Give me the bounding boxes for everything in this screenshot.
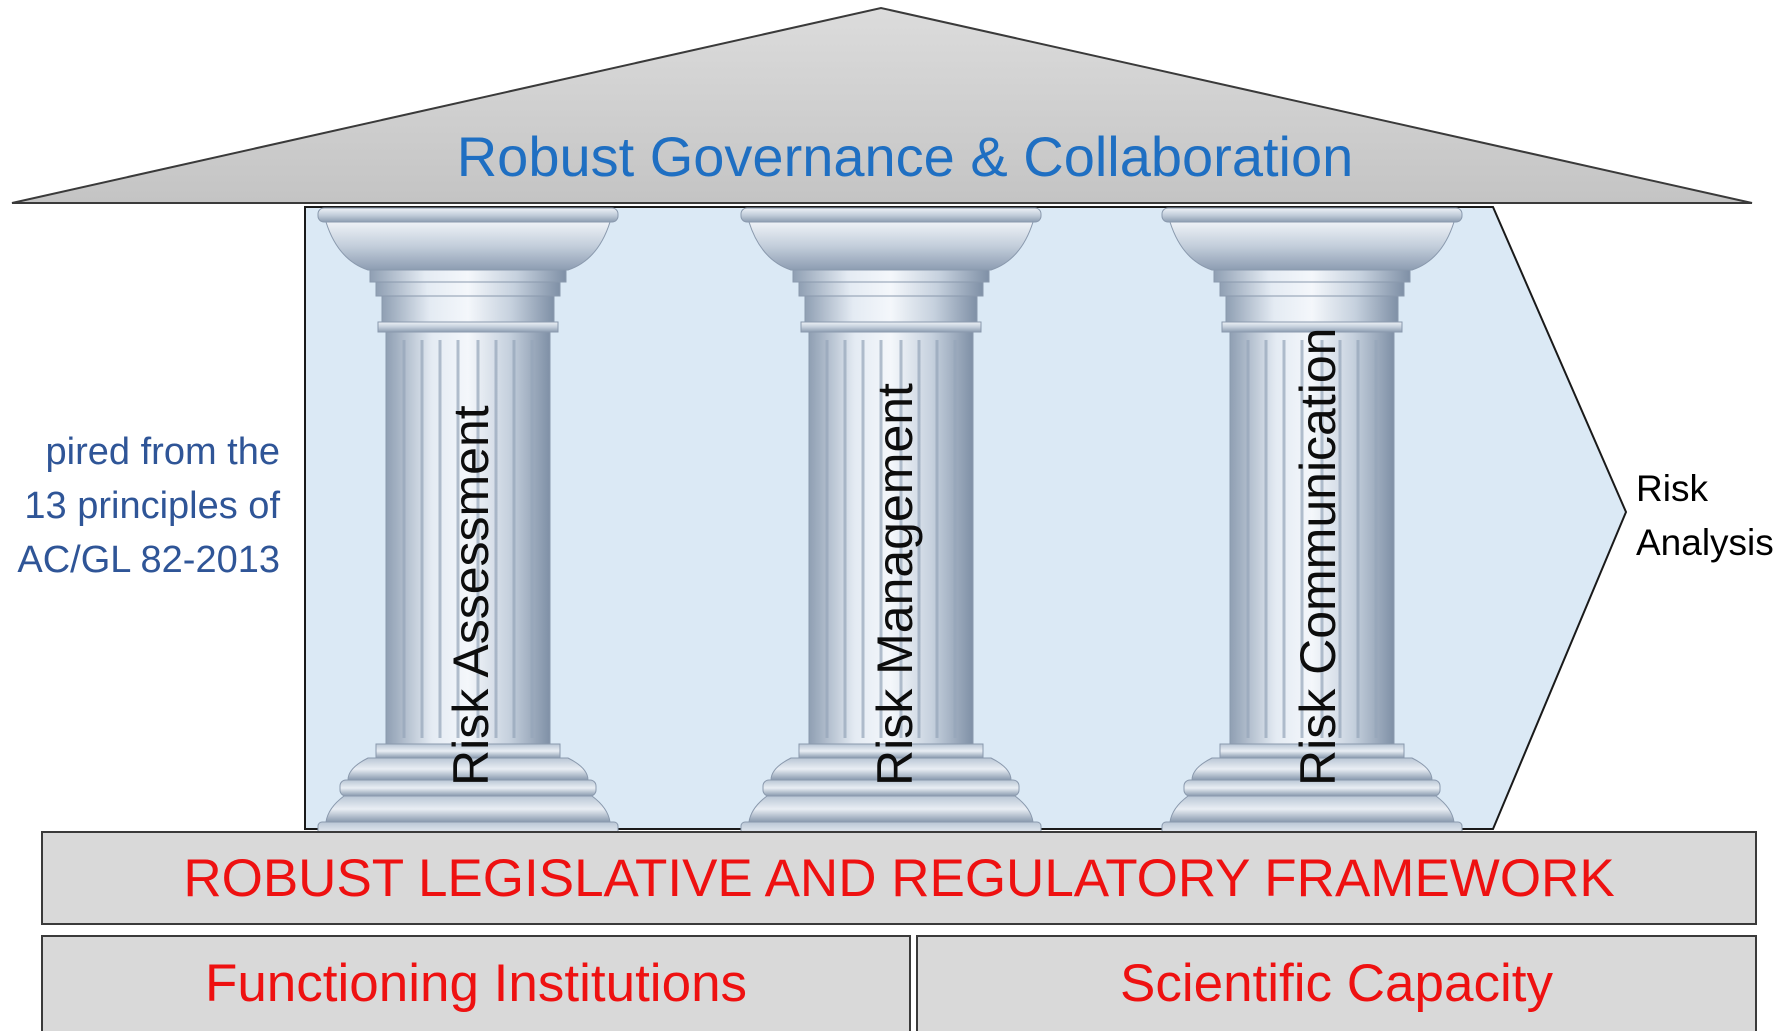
pillar-label-risk-communication: Risk Communication: [1290, 327, 1346, 786]
risk-analysis-label-line-1: Risk: [1636, 468, 1708, 509]
roof: [11, 6, 1753, 204]
foundation-right-label: Scientific Capacity: [1119, 954, 1553, 1013]
foundation-left-label: Functioning Institutions: [204, 954, 748, 1013]
roof-title: Robust Governance & Collaboration: [456, 125, 1354, 188]
side-note: pired from the 13 principles of AC/GL 82…: [0, 425, 280, 587]
risk-analysis-label: Risk Analysis: [1636, 462, 1774, 570]
foundation-right-slab: [916, 935, 1757, 1031]
foundation-main-slab: [41, 831, 1757, 925]
foundation-left-slab: [41, 935, 911, 1031]
side-note-line-1: pired from the: [45, 431, 280, 473]
risk-analysis-label-line-2: Analysis: [1636, 522, 1774, 563]
pillar-label-risk-management: Risk Management: [867, 383, 923, 786]
side-note-line-3: AC/GL 82-2013: [17, 539, 280, 581]
pillar-label-risk-assessment: Risk Assessment: [443, 405, 499, 786]
side-note-line-2: 13 principles of: [24, 485, 280, 527]
foundation-main-label: ROBUST LEGISLATIVE AND REGULATORY FRAMEW…: [183, 848, 1615, 908]
